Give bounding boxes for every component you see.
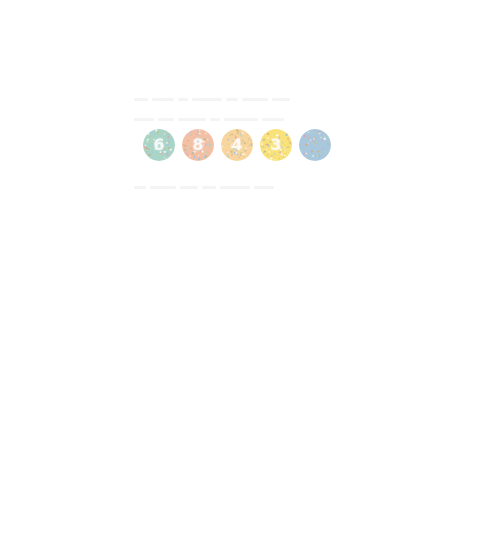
faint-texture-row [134,174,340,189]
faint-texture-row [134,106,340,121]
captcha-tile-digit: 8 [192,135,204,154]
captcha-tile-digit: 4 [231,135,243,154]
captcha-tile-digit: 6 [153,135,165,154]
speckled-disc-icon [221,129,253,161]
captcha-tile-row: 6 8 4 3 [143,129,333,161]
speckled-disc-icon [182,129,214,161]
captcha-tile-1[interactable]: 6 [143,129,175,161]
speckled-disc-icon [299,129,331,161]
speckled-disc-icon [143,129,175,161]
captcha-panel: 6 8 4 3 [134,84,340,189]
captcha-tile-5[interactable] [299,129,331,161]
faint-texture-row [134,86,340,101]
captcha-tile-3[interactable]: 4 [221,129,253,161]
captcha-tile-digit [299,129,331,161]
captcha-tile-digit: 3 [270,135,282,154]
captcha-tile-4[interactable]: 3 [260,129,292,161]
captcha-tile-2[interactable]: 8 [182,129,214,161]
speckled-disc-icon [260,129,292,161]
